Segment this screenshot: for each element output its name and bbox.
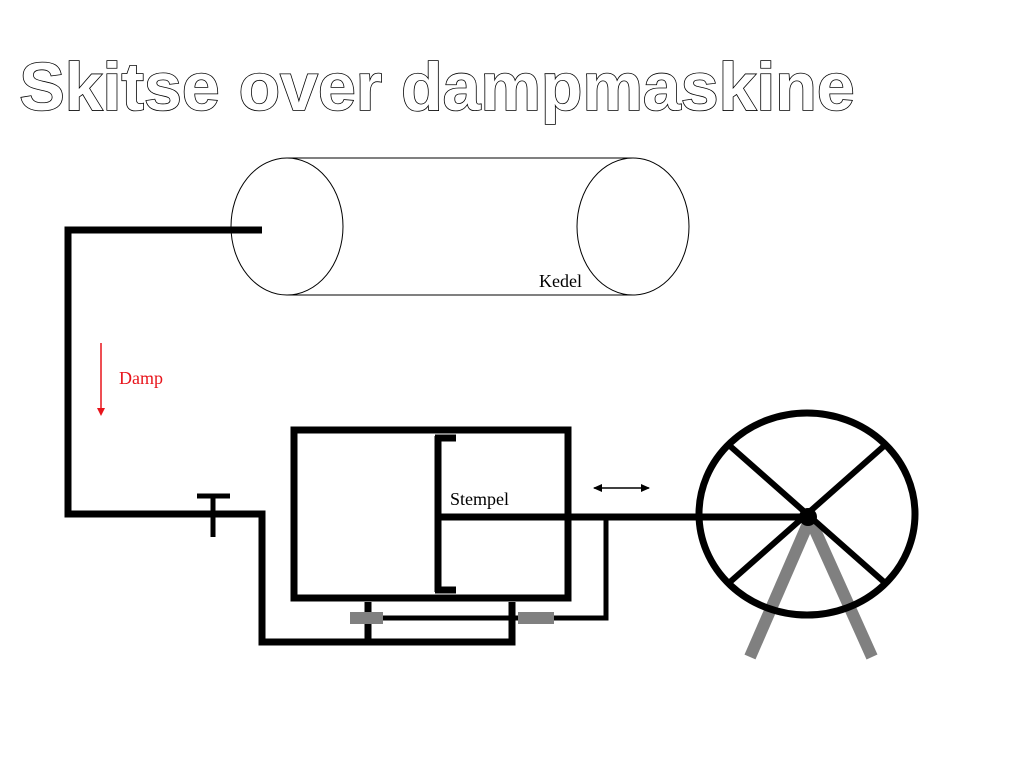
page-title: Skitse over dampmaskine	[19, 49, 854, 125]
piston-label: Stempel	[450, 489, 509, 509]
flywheel-hub	[799, 508, 817, 526]
return-pipe	[522, 517, 609, 621]
valve-block-left	[350, 612, 383, 624]
boiler-label: Kedel	[539, 271, 582, 291]
flywheel	[695, 409, 919, 619]
valve	[197, 493, 230, 537]
flywheel-stand	[744, 516, 878, 660]
valve-block-right	[518, 612, 554, 624]
boiler-right-end	[576, 157, 690, 296]
boiler	[230, 157, 690, 296]
steam-label: Damp	[119, 368, 163, 388]
steam-pipe	[64, 226, 516, 646]
